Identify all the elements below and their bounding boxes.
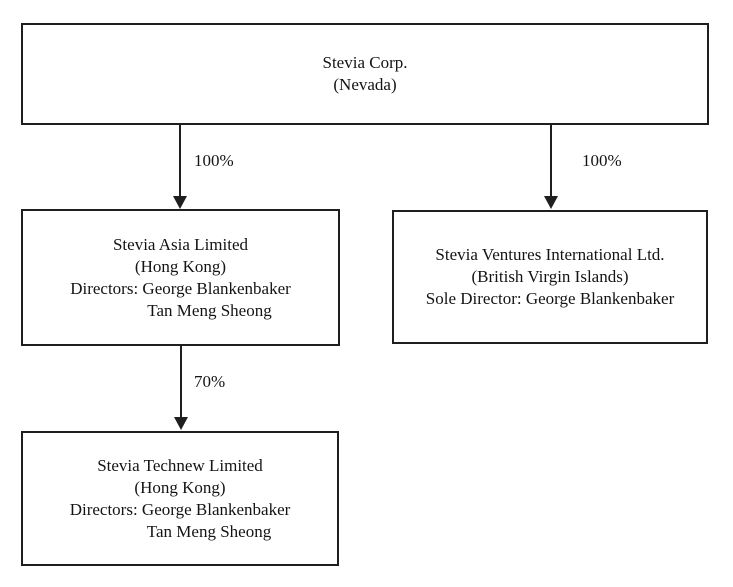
- company-directors: Directors: George Blankenbaker: [69, 499, 291, 519]
- edge-asia-to-technew: [180, 346, 182, 418]
- company-name: Stevia Technew Limited: [97, 455, 263, 475]
- company-sole-director: Sole Director: George Blankenbaker: [425, 289, 675, 308]
- org-node-stevia-corp: Stevia Corp. (Nevada): [21, 23, 709, 125]
- company-name: Stevia Asia Limited: [112, 234, 249, 254]
- arrowhead-parent-to-ventures: [544, 196, 558, 209]
- edge-label-parent-to-asia: 100%: [194, 151, 234, 170]
- company-directors: Directors: George Blankenbaker: [70, 278, 291, 298]
- company-jurisdiction: (British Virgin Islands): [471, 267, 629, 286]
- org-node-stevia-asia: Stevia Asia Limited (Hong Kong) Director…: [21, 209, 340, 346]
- company-jurisdiction: (Nevada): [333, 75, 397, 94]
- edge-parent-to-asia: [179, 125, 181, 197]
- company-jurisdiction: (Hong Kong): [134, 256, 227, 276]
- org-node-stevia-technew: Stevia Technew Limited (Hong Kong) Direc…: [21, 431, 339, 566]
- company-name: Stevia Ventures International Ltd.: [435, 245, 665, 264]
- company-director-2: Tan Meng Sheong: [146, 521, 272, 541]
- org-node-stevia-ventures: Stevia Ventures International Ltd. (Brit…: [392, 210, 708, 344]
- company-name: Stevia Corp.: [322, 53, 408, 72]
- edge-parent-to-ventures: [550, 125, 552, 197]
- company-director-2: Tan Meng Sheong: [147, 300, 272, 320]
- company-jurisdiction: (Hong Kong): [134, 477, 226, 497]
- arrowhead-parent-to-asia: [173, 196, 187, 209]
- edge-label-parent-to-ventures: 100%: [582, 151, 622, 170]
- arrowhead-asia-to-technew: [174, 417, 188, 430]
- edge-label-asia-to-technew: 70%: [194, 372, 226, 391]
